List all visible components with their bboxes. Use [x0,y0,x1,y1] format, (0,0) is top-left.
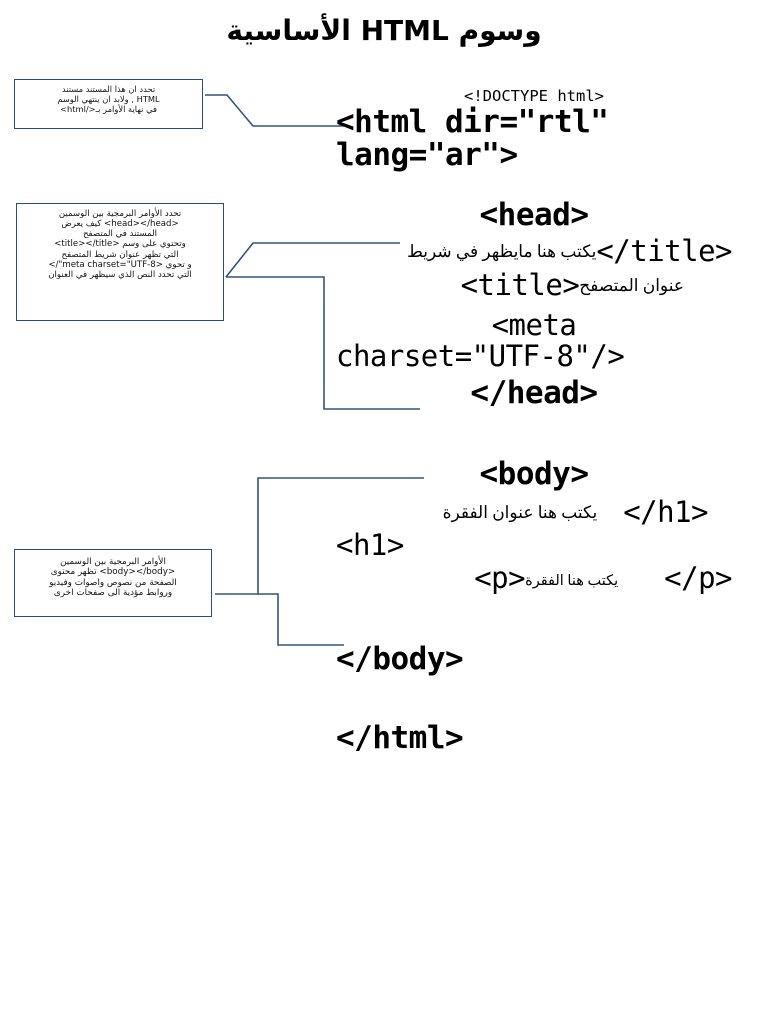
callout-body-line-2: <body></body> تظهر محتوى [50,567,176,578]
code-note-p: يكتب هنا الفقرة [525,572,619,589]
callout-body-tag: الأوامر البرمجية بين الوسمين <body></bod… [14,549,212,617]
code-line-title-close-row: </title>يكتب هنا مايظهر في شريط [336,234,732,269]
callout-head-line-2: <head></head> كيف يعرض [61,219,179,230]
page-title: وسوم HTML الأساسية [226,14,542,47]
callout-head-line-3: المستند في المتصفح [83,229,157,240]
callout-body-line-4: وروابط مؤدية الى صفحات اخرى [53,588,173,599]
callout-html-line-3: في نهاية الأوامر بـ</html> [60,103,157,114]
callout-head-line-6: و تحوي <meta charset="UTF-8"/> [48,259,192,270]
callout-head-line-4: وتحتوي على وسم <title></title> [54,239,186,250]
connector-html [205,94,344,127]
code-line-html-open-2: lang="ar"> [336,137,518,174]
callout-head-line-7: التي تحدد النص الذي سيظهر في العنوان [48,269,192,280]
code-token-p-close: </p> [664,560,732,595]
callout-html-tag: تحدد ان هذا المستند مستند HTML , ولابد ا… [14,79,203,129]
code-line-head-close: </head> [470,374,598,411]
code-line-meta-2: charset="UTF-8"/> [336,339,625,374]
code-line-html-open-1: <html dir="rtl" [336,103,609,140]
code-line-p-row: </p> يكتب هنا الفقرة<p> [336,560,732,595]
code-line-html-close: </html> [336,720,464,757]
code-line-doctype: <!DOCTYPE html> [464,87,604,105]
code-token-h1-close: </h1> [623,495,708,530]
code-note-title-part2: عنوان المتصفح [579,276,684,296]
callout-body-line-3: الصفحة من نصوص واصوات وفيديو [49,577,177,588]
callout-head-tag: تحدد الأوامر البرمجية بين الوسمين <head>… [16,203,224,321]
code-token-p-open: <p> [474,560,526,595]
connector-body-close [258,593,344,646]
code-line-body-close: </body> [336,640,464,677]
code-note-h1: يكتب هنا عنوان الفقرة [442,503,598,523]
code-line-h1-open: <h1> [336,528,404,563]
code-line-h1-close-row: </h1> يكتب هنا عنوان الفقرة [336,497,732,529]
code-line-title-open-row: عنوان المتصفح<title> [336,268,732,303]
code-token-title-open: <title> [460,268,580,303]
callout-html-line-2: HTML , ولابد ان ينتهي الوسم [57,93,160,104]
code-note-title-part1: يكتب هنا مايظهر في شريط [407,242,597,262]
callout-body-line-1: الأوامر البرمجية بين الوسمين [60,557,166,567]
code-token-title-close: </title> [596,234,732,269]
code-line-body-open: <body> [479,456,589,493]
callout-head-line-5: التي تظهر عنوان شريط المتصفح [61,249,179,260]
code-listing: <!DOCTYPE html> <html dir="rtl" lang="ar… [336,88,732,756]
code-line-head-open: <head> [479,196,589,233]
callout-html-line-1: تحدد ان هذا المستند مستند [61,84,156,94]
code-line-meta-1: <meta [491,307,577,342]
callout-head-line-1: تحدد الأوامر البرمجية بين الوسمين [58,209,182,219]
